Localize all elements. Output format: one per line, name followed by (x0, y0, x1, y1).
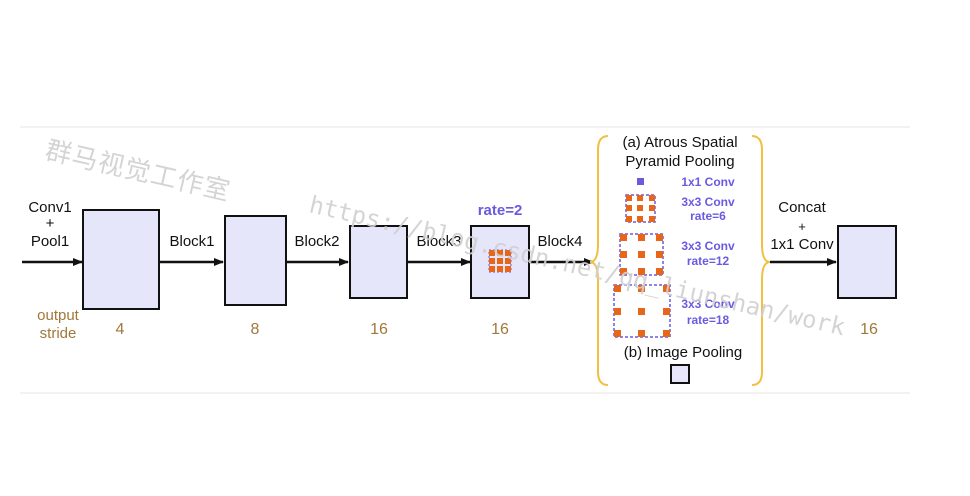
final-stride-value: 16 (860, 321, 878, 338)
output-stride-label-line1: output (37, 307, 80, 324)
stride-value-3: 16 (370, 321, 388, 338)
right-brace (751, 135, 771, 386)
stride-value-1: 4 (116, 321, 125, 338)
concat-label-line1: Concat (778, 199, 826, 216)
concat-label-line2: + (798, 219, 806, 234)
atrous-kernel-rate6 (625, 194, 656, 223)
aspp-title-line1: (a) Atrous Spatial (622, 134, 737, 151)
atrous-kernel-rate2 (488, 249, 512, 273)
rate-label: rate=2 (478, 202, 523, 219)
left-brace (589, 135, 609, 386)
watermark-line1: 群马视觉工作室 (42, 136, 233, 208)
concat-label-line3: 1x1 Conv (770, 236, 834, 253)
conv1x1-kernel (637, 178, 644, 185)
input-label-line2: + (46, 215, 55, 232)
aspp-title-line2: Pyramid Pooling (625, 153, 734, 170)
arrow-label-block3: Block3 (416, 233, 461, 250)
aspp-conv4-label-line1: 3x3 Conv (681, 297, 735, 311)
aspp-conv3-label-line1: 3x3 Conv (681, 239, 735, 253)
image-pooling-label: (b) Image Pooling (624, 344, 742, 361)
arrow-label-block4: Block4 (537, 233, 582, 250)
image-pooling-box (670, 364, 690, 384)
feature-map-box-1 (82, 209, 160, 310)
aspp-conv1-label: 1x1 Conv (681, 175, 735, 189)
stride-value-4: 16 (491, 321, 509, 338)
input-label-line1: Conv1 (28, 199, 71, 216)
atrous-kernel-rate18 (613, 284, 671, 338)
aspp-conv3-label-line2: rate=12 (687, 254, 730, 268)
arrow-label-block2: Block2 (294, 233, 339, 250)
feature-map-box-3 (349, 225, 408, 299)
stride-value-2: 8 (251, 321, 260, 338)
aspp-conv2-label-line1: 3x3 Conv (681, 195, 735, 209)
aspp-conv2-label-line2: rate=6 (690, 209, 726, 223)
atrous-kernel-rate12 (619, 233, 664, 276)
aspp-conv4-label-line2: rate=18 (687, 313, 730, 327)
arrow-label-block1: Block1 (169, 233, 214, 250)
feature-map-box-2 (224, 215, 287, 306)
output-feature-map-box (837, 225, 897, 299)
input-label-line3: Pool1 (31, 233, 69, 250)
output-stride-label-line2: stride (40, 325, 77, 342)
